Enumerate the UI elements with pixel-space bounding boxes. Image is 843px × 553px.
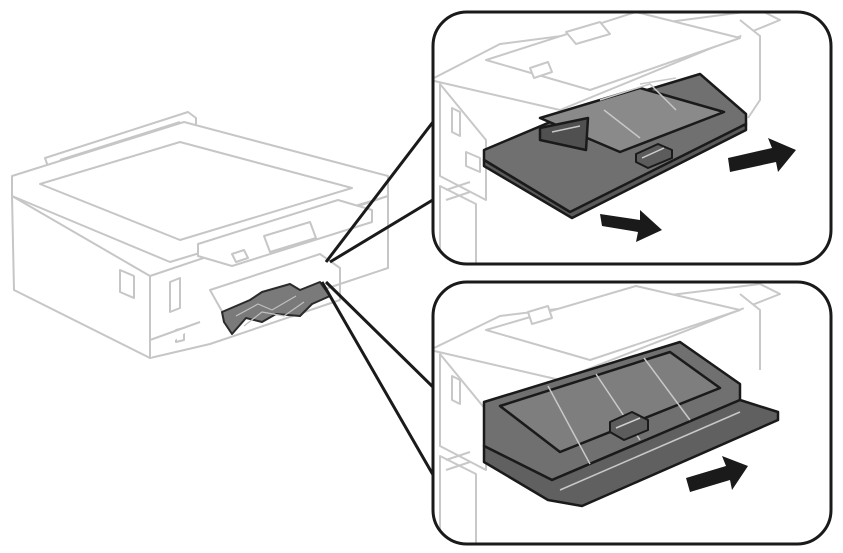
bottom-detail-panel [431, 280, 833, 546]
pull-arrow-icon [600, 138, 796, 242]
paper-cassette-icon [482, 340, 780, 508]
printer-icon [11, 111, 389, 359]
paper-cassette-icon [482, 72, 748, 220]
callout-lines [320, 117, 438, 481]
jammed-paper-icon [221, 281, 331, 335]
top-detail-panel [431, 10, 833, 266]
pull-arrow-icon [686, 456, 748, 492]
